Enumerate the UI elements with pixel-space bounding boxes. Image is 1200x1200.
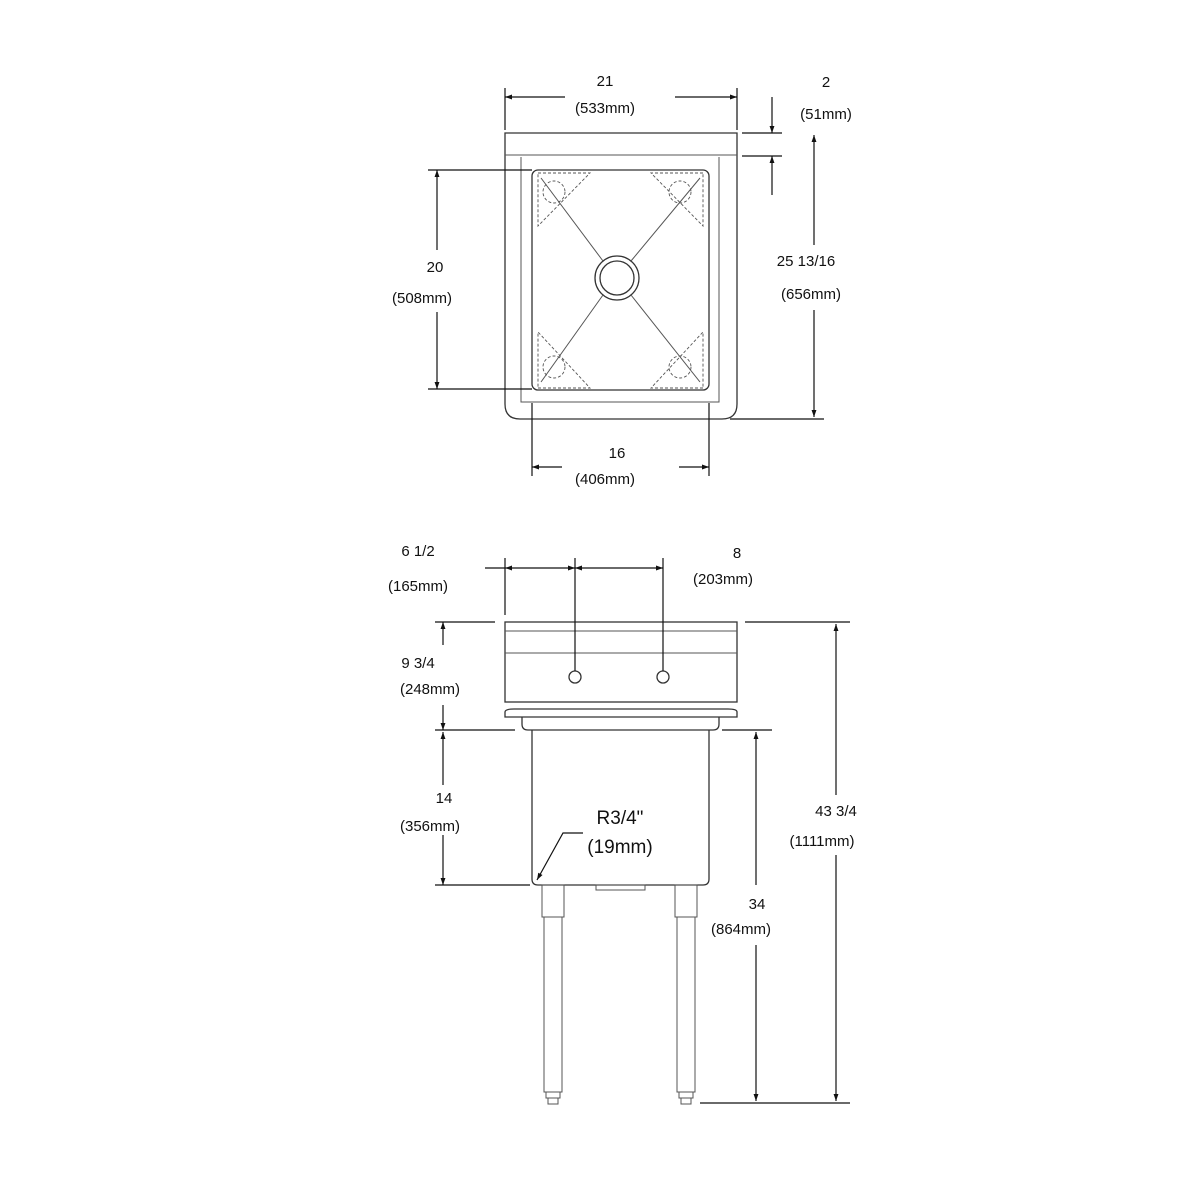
radius-label: R3/4" — [597, 808, 644, 829]
dimension-depth: 25 13/16 (656mm) — [730, 135, 841, 420]
drain-inner-icon — [599, 260, 635, 296]
bowl-depth-label: 20 — [427, 259, 444, 276]
faucet-offset-label: 6 1/2 — [401, 543, 434, 560]
overall-height-label: 43 3/4 — [815, 803, 857, 820]
drain-outlet — [595, 884, 646, 891]
backsplash-metric-label: (51mm) — [800, 106, 852, 123]
leg-right — [674, 884, 698, 1105]
faucet-hole-left-icon — [568, 670, 582, 684]
rim-height-label: 34 — [749, 896, 766, 913]
bowl-outline — [531, 169, 710, 391]
corner-details — [537, 172, 704, 389]
depth-metric-label: (656mm) — [781, 286, 841, 303]
rim-line — [520, 157, 720, 403]
dimension-bowl-width: 16 (406mm) — [531, 403, 710, 488]
leg-left — [541, 884, 565, 1105]
faucet-hole-right-icon — [656, 670, 670, 684]
dimension-backsplash: 2 (51mm) — [742, 74, 852, 195]
dimension-bowl-depth: 20 (508mm) — [392, 169, 532, 390]
rim-band — [521, 717, 720, 731]
front-view: 6 1/2 (165mm) 8 (203mm) 9 3/4 (248mm) 14… — [388, 543, 857, 1105]
dimension-bowl-height: 14 (356mm) — [400, 732, 530, 886]
backsplash-height-metric-label: (248mm) — [400, 681, 460, 698]
top-view: 21 (533mm) 2 (51mm) 25 13/16 (656mm) 20 — [392, 73, 852, 488]
rim-lip — [504, 708, 738, 718]
drain-outer-icon — [594, 255, 640, 301]
slope-lines — [540, 177, 701, 383]
bowl-height-metric-label: (356mm) — [400, 818, 460, 835]
dimension-width: 21 (533mm) — [504, 73, 738, 130]
backsplash-outline — [504, 621, 738, 703]
sink-outline — [504, 132, 738, 420]
overall-height-metric-label: (1111mm) — [789, 833, 854, 850]
faucet-spacing-label: 8 — [733, 545, 741, 562]
backsplash-label: 2 — [822, 74, 830, 91]
dimension-faucet: 6 1/2 (165mm) 8 (203mm) — [388, 543, 753, 671]
dimension-rim-height: 34 (864mm) — [700, 729, 850, 1104]
bowl-width-label: 16 — [609, 445, 626, 462]
dimension-backsplash-height: 9 3/4 (248mm) — [400, 621, 515, 731]
depth-label: 25 13/16 — [777, 253, 835, 270]
bowl-width-metric-label: (406mm) — [575, 471, 635, 488]
bowl-depth-metric-label: (508mm) — [392, 290, 452, 307]
width-metric-label: (533mm) — [575, 100, 635, 117]
radius-metric-label: (19mm) — [587, 837, 652, 858]
radius-callout: R3/4" (19mm) — [536, 808, 653, 881]
width-label: 21 — [597, 73, 614, 90]
dimension-overall-height: 43 3/4 (1111mm) — [745, 621, 857, 1101]
bowl-height-label: 14 — [436, 790, 453, 807]
backsplash-height-label: 9 3/4 — [401, 655, 434, 672]
faucet-offset-metric-label: (165mm) — [388, 578, 448, 595]
rim-height-metric-label: (864mm) — [711, 921, 771, 938]
faucet-spacing-metric-label: (203mm) — [693, 571, 753, 588]
